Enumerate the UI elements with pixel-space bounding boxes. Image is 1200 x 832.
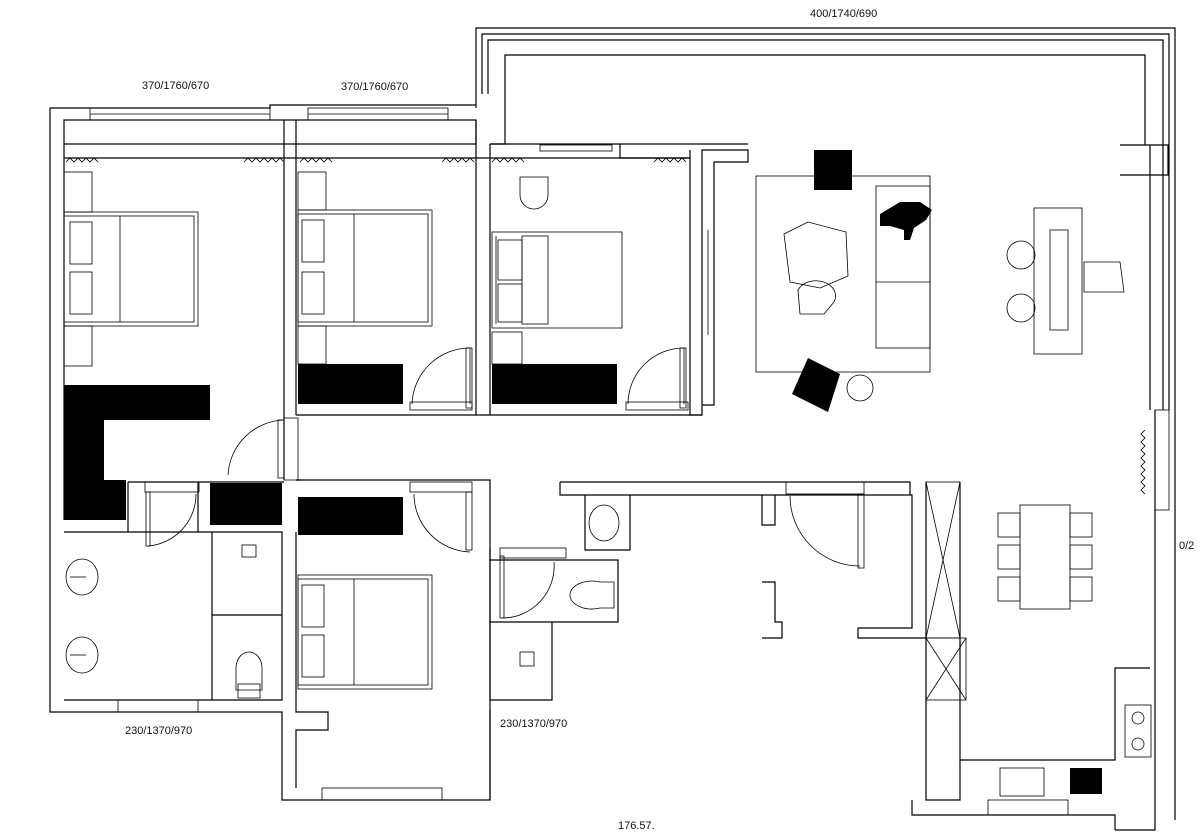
bed-bedroom4 [297, 574, 433, 690]
outer-wall-living-3 [487, 39, 1164, 410]
bed-bedroom2 [297, 171, 433, 365]
bed-bedroom1 [63, 171, 199, 367]
sink-3 [588, 504, 620, 542]
door-bath1 [147, 493, 197, 547]
kitchen-fixtures [925, 481, 1152, 797]
dim-label-bottom-center: 176.57. [618, 820, 655, 832]
window-bath1 [117, 699, 199, 713]
living-furniture [755, 150, 1125, 412]
side-table [846, 374, 874, 402]
curtain-b1-r [243, 157, 285, 163]
sink-2 [65, 636, 99, 674]
stove [1124, 704, 1152, 758]
basin-bedroom3 [519, 176, 549, 210]
interior-walls [63, 119, 1150, 801]
window-right [1154, 409, 1170, 511]
door-bedroom2 [411, 347, 471, 405]
ottoman [797, 280, 836, 315]
curtain-right [1140, 429, 1146, 495]
curtains [65, 157, 1146, 495]
toilet-1 [235, 651, 263, 691]
door-bedroom1 [227, 419, 285, 476]
wall-b3-living [689, 149, 749, 416]
column-right [1120, 144, 1169, 176]
plant [880, 202, 932, 240]
coffee-table [783, 221, 849, 289]
window-bedroom3 [539, 144, 613, 152]
wardrobe-bedroom2 [298, 364, 403, 404]
top-wall-strip [63, 119, 477, 145]
dim-label-right-edge: 0/2 [1179, 540, 1195, 552]
curtain-b2-l [299, 157, 333, 163]
outer-wall-left-wing [49, 104, 491, 801]
fridge [1070, 768, 1102, 794]
column-bath1 [210, 483, 282, 525]
dim-label-living-top: 400/1740/690 [810, 8, 878, 20]
dim-label-bedroom1-top: 370/1760/670 [142, 80, 210, 92]
bar-stool-2 [1006, 293, 1036, 323]
inner-wall-living [490, 54, 1146, 145]
desk-chair [1083, 261, 1125, 293]
dim-label-bath1-bottom: 230/1370/970 [125, 725, 193, 737]
kitchen-island [1033, 207, 1083, 355]
curtain-b1-l [65, 157, 99, 163]
curtain-b3-l [491, 157, 525, 163]
door-bath2 [501, 561, 555, 619]
dim-label-bath2-bottom: 230/1370/970 [500, 718, 568, 730]
door-bedroom4 [413, 493, 471, 553]
window-kitchen [987, 799, 1069, 816]
door-hall [789, 495, 861, 567]
sofa [875, 185, 931, 349]
doors [144, 347, 865, 619]
door-bedroom3 [627, 347, 685, 405]
armchair-bottom [792, 358, 840, 412]
dining-table [1019, 504, 1071, 610]
bath1-outline [64, 531, 283, 701]
outer-walls [49, 27, 1176, 831]
sink-1 [65, 558, 99, 596]
outer-wall-living-2 [481, 33, 1170, 410]
curtain-b3-r [653, 157, 687, 163]
windows [89, 107, 1170, 816]
outer-wall-living-1 [475, 27, 1176, 820]
kitchen-sink [999, 767, 1045, 797]
armchair-top [814, 150, 852, 190]
dim-label-bedroom2-top: 370/1760/670 [341, 81, 409, 93]
outer-wall-right-lower [1115, 410, 1156, 831]
wardrobe-bedroom3 [492, 364, 617, 404]
solid-elements [64, 364, 617, 535]
bed-bedroom3 [491, 176, 623, 365]
wardrobe-bedroom4 [298, 497, 403, 535]
toilet-2 [569, 580, 615, 610]
dining-furniture [997, 504, 1093, 610]
bar-stool-1 [1006, 240, 1036, 270]
column-bedroom1 [64, 385, 210, 520]
bath-fixtures [65, 504, 620, 699]
curtain-b2-r [441, 157, 475, 163]
window-bedroom4 [321, 787, 443, 801]
